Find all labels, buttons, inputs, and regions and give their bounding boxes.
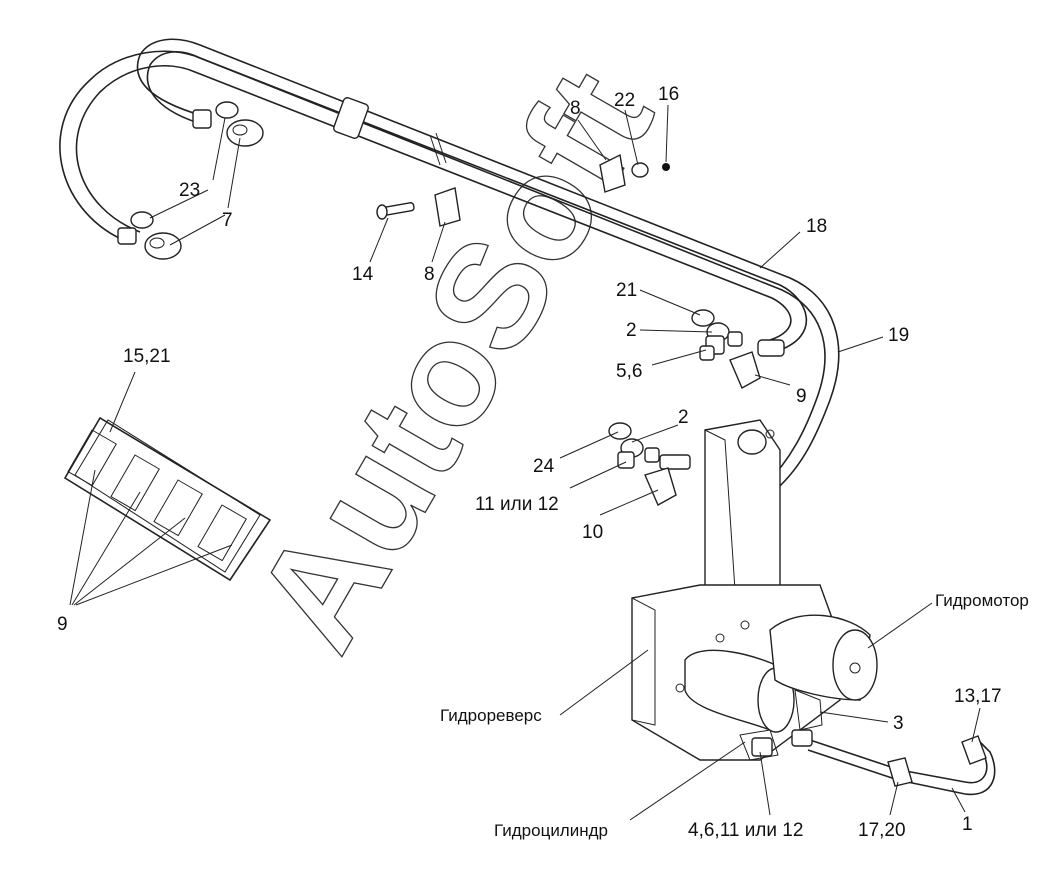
label-13-17: 13,17	[954, 686, 1002, 707]
label-9-plates: 9	[57, 614, 68, 635]
label-8-lower: 8	[424, 264, 435, 285]
label-hydrocylinder: Гидроцилиндр	[494, 821, 608, 840]
fittings-top-left	[117, 101, 264, 260]
label-7: 7	[222, 210, 233, 231]
label-23: 23	[179, 180, 200, 201]
label-hydromotor: Гидромотор	[935, 591, 1029, 610]
svg-text:AutoSoft: AutoSoft	[222, 44, 684, 676]
label-9-fitting: 9	[796, 386, 807, 407]
label-plates	[63, 416, 272, 582]
label-2-upper: 2	[626, 320, 637, 341]
clamp-parts	[376, 153, 670, 227]
part-labels: 23 7 14 8 8 22 16 18 19 21 2 5,6 9 2 24 …	[57, 84, 1029, 841]
label-17-20: 17,20	[858, 820, 906, 841]
label-21: 21	[616, 280, 637, 301]
label-24: 24	[533, 456, 555, 477]
label-1: 1	[962, 814, 973, 835]
label-19: 19	[888, 325, 909, 346]
label-15-21: 15,21	[123, 346, 171, 367]
watermark: AutoSoft	[222, 43, 685, 677]
label-5-6: 5,6	[616, 361, 642, 382]
label-14: 14	[352, 264, 374, 285]
label-4-6-11-12: 4,6,11 или 12	[688, 820, 803, 841]
label-2-lower: 2	[678, 407, 689, 428]
tee-fitting-upper	[691, 309, 785, 389]
label-3: 3	[893, 713, 904, 734]
label-10: 10	[582, 522, 603, 543]
hydromotor-body	[769, 614, 878, 731]
bracket-column	[704, 419, 781, 611]
pipe-assembly	[59, 38, 840, 496]
pipe-1	[751, 729, 996, 796]
label-8-upper: 8	[570, 98, 581, 119]
tee-fitting-lower	[608, 422, 691, 506]
label-22: 22	[614, 90, 635, 111]
label-16: 16	[658, 84, 679, 105]
leader-lines	[69, 104, 981, 821]
label-18: 18	[806, 216, 827, 237]
label-hydroreverse: Гидрореверс	[440, 706, 542, 725]
label-11-12: 11 или 12	[475, 494, 559, 515]
